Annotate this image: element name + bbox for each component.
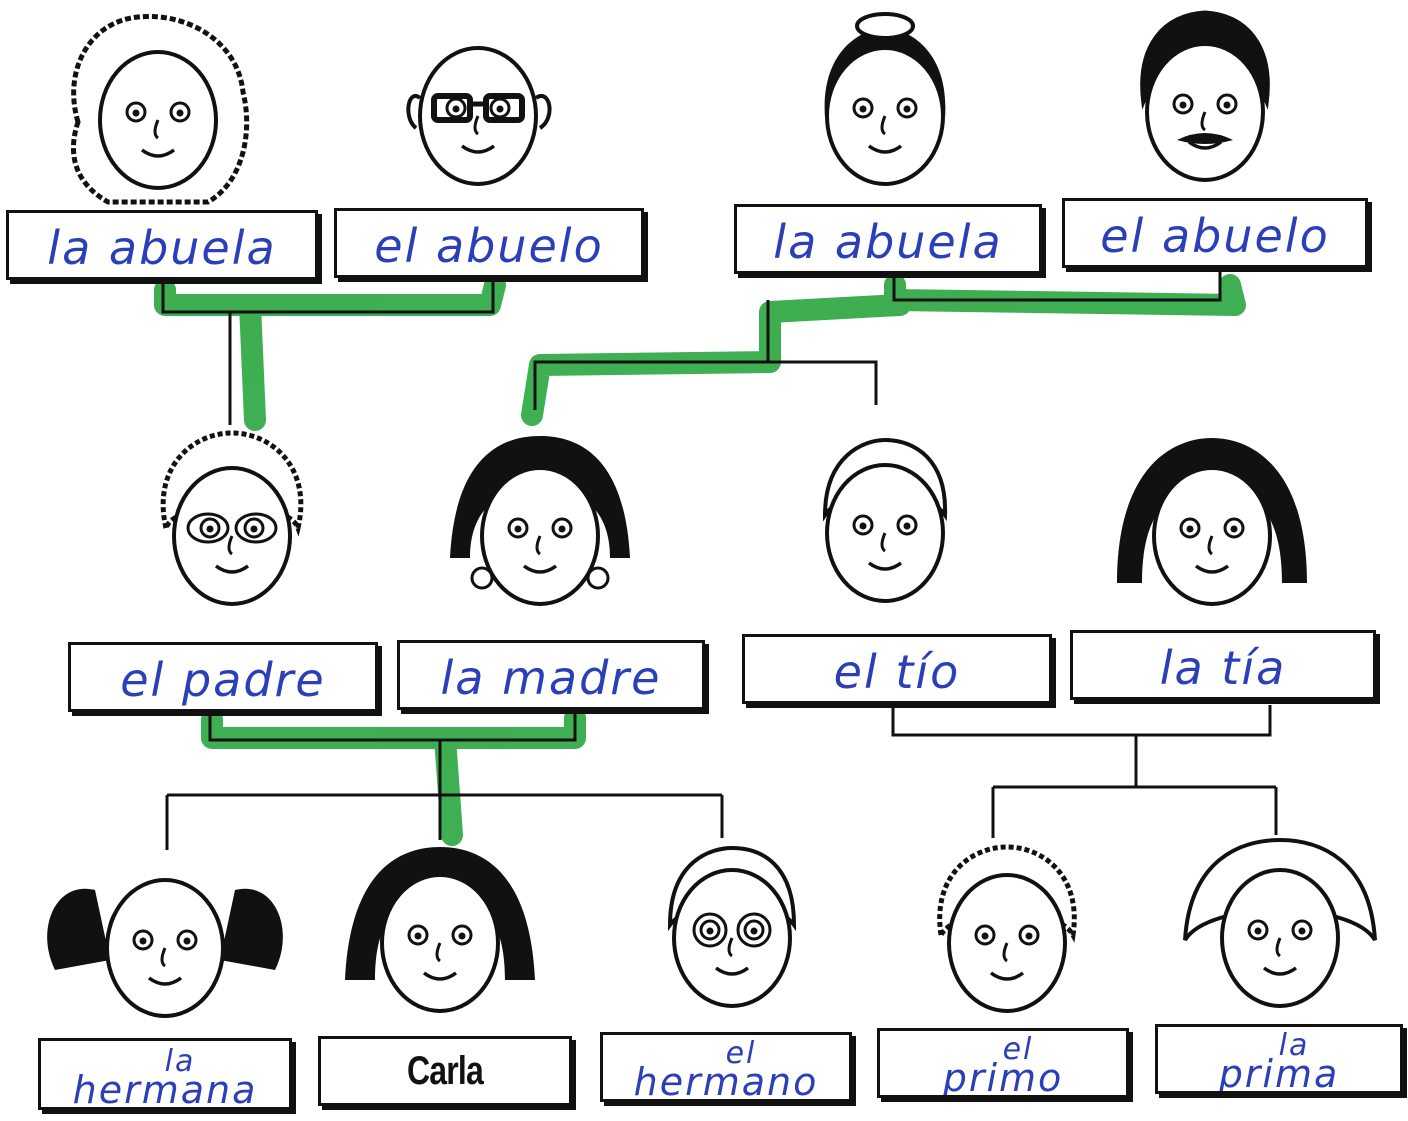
boy-glasses-face	[667, 845, 797, 1008]
label-tio: el tío	[833, 645, 961, 699]
label-hermano: el hermano	[603, 1036, 849, 1100]
label-box-carla: Carla	[318, 1036, 572, 1106]
label-box-primo: el primo	[877, 1028, 1129, 1098]
label-box-hermana: la hermana	[38, 1038, 292, 1110]
label-tia: la tía	[1159, 641, 1287, 695]
curly-man-glasses-face	[160, 430, 304, 606]
label-prima: la prima	[1158, 1028, 1400, 1092]
label-abuelo-maternal: el abuelo	[1100, 209, 1330, 263]
label-box-prima: la prima	[1155, 1024, 1403, 1094]
bun-haired-grandmother-face	[824, 12, 946, 186]
label-primo-word: primo	[942, 1056, 1064, 1098]
label-hermana-word: hermana	[72, 1068, 258, 1110]
woman-earrings-face	[450, 436, 630, 606]
label-prima-article: la	[1278, 1028, 1310, 1063]
label-box-padre: el padre	[68, 642, 378, 712]
label-padre: el padre	[120, 653, 326, 707]
label-hermana: la hermana	[41, 1044, 289, 1108]
label-box-abuela-paternal: la abuela	[6, 210, 318, 280]
label-box-tia: la tía	[1070, 630, 1376, 700]
label-abuelo-paternal: el abuelo	[374, 219, 604, 273]
label-box-abuelo-maternal: el abuelo	[1062, 198, 1368, 268]
woman-bob-face	[1117, 438, 1307, 606]
label-abuela-paternal: la abuela	[47, 221, 277, 275]
label-hermana-article: la	[164, 1044, 196, 1079]
wavy-haired-girl-face	[1183, 837, 1377, 1008]
label-box-tio: el tío	[742, 634, 1052, 704]
curly-haired-grandmother-face	[70, 13, 250, 205]
label-box-hermano: el hermano	[600, 1032, 852, 1102]
short-haired-man-face	[822, 437, 948, 603]
curly-boy-face	[937, 844, 1077, 1013]
label-hermano-word: hermano	[633, 1060, 819, 1102]
girl-bob-face	[345, 847, 535, 1013]
label-hermano-article: el	[725, 1036, 757, 1071]
girl-pigtails-face	[47, 878, 283, 1018]
label-box-abuelo-paternal: el abuelo	[334, 208, 644, 278]
label-box-abuela-maternal: la abuela	[734, 204, 1042, 274]
label-abuela-maternal: la abuela	[773, 215, 1003, 269]
label-primo: el primo	[880, 1032, 1126, 1096]
label-prima-word: prima	[1218, 1052, 1340, 1094]
label-box-madre: la madre	[397, 640, 705, 710]
highlighter-path	[154, 274, 1246, 846]
bald-grandfather-glasses-face	[406, 46, 552, 186]
label-carla: Carla	[406, 1048, 484, 1093]
label-primo-article: el	[1002, 1032, 1034, 1067]
label-madre: la madre	[440, 651, 662, 705]
tree-connector-lines	[161, 272, 1278, 850]
mustached-grandfather-face	[1140, 10, 1270, 182]
